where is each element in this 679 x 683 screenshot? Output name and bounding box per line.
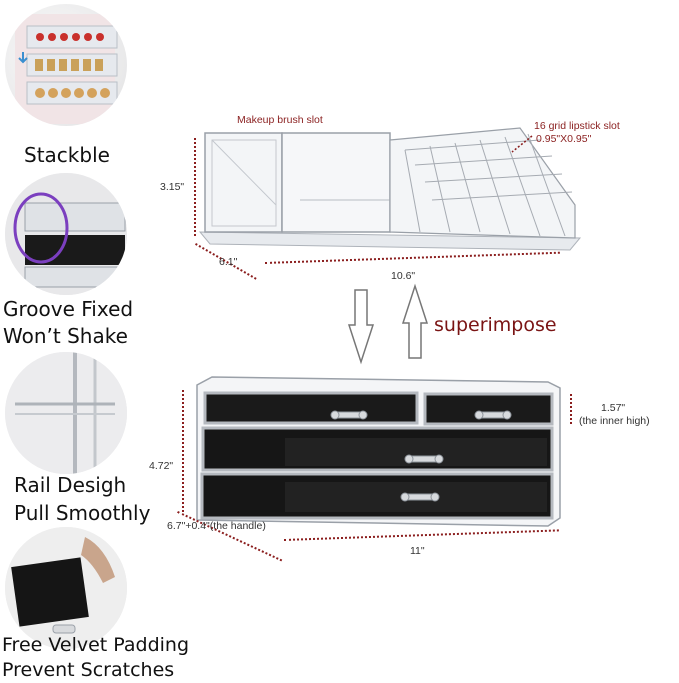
- top-height-label: 3.15": [160, 181, 185, 193]
- top-height-dimension-line: [194, 138, 196, 236]
- brush-slot-label: Makeup brush slot: [237, 114, 323, 126]
- stackable-photo: [5, 4, 127, 126]
- bottom-height-label: 4.72": [149, 460, 174, 472]
- rail-photo: [5, 352, 127, 474]
- feature-groove-label-1: Groove Fixed: [3, 297, 134, 321]
- bottom-depth-label: 6.7"+0.4"(the handle): [167, 520, 266, 532]
- velvet-photo: [5, 527, 127, 649]
- bottom-height-dimension-line: [182, 390, 184, 512]
- top-width-label: 10.6": [391, 270, 416, 282]
- feature-rail-label-1: Rail Desigh: [14, 473, 127, 497]
- lipstick-pointer: [511, 135, 533, 153]
- top-organizer-illustration: [198, 127, 582, 251]
- top-depth-label: 6.1": [219, 256, 238, 268]
- feature-groove-label-2: Won’t Shake: [3, 324, 128, 348]
- superimpose-label: superimpose: [434, 314, 557, 336]
- inner-height-note: (the inner high): [579, 415, 650, 427]
- down-arrow-icon: [347, 289, 375, 365]
- feature-stackable-label: Stackble: [24, 143, 110, 167]
- groove-photo: [5, 173, 127, 295]
- bottom-width-label: 11": [410, 545, 425, 557]
- feature-rail-label-2: Pull Smoothly: [14, 501, 151, 525]
- feature-velvet-label-2: Prevent Scratches: [2, 659, 175, 681]
- inner-height-label: 1.57": [601, 402, 626, 414]
- feature-velvet-label-1: Free Velvet Padding: [2, 634, 190, 656]
- inner-height-dimension-line: [570, 394, 572, 424]
- lipstick-slot-size: 0.95"X0.95": [536, 133, 592, 145]
- up-arrow-icon: [401, 283, 429, 359]
- lipstick-slot-label: 16 grid lipstick slot: [534, 120, 620, 132]
